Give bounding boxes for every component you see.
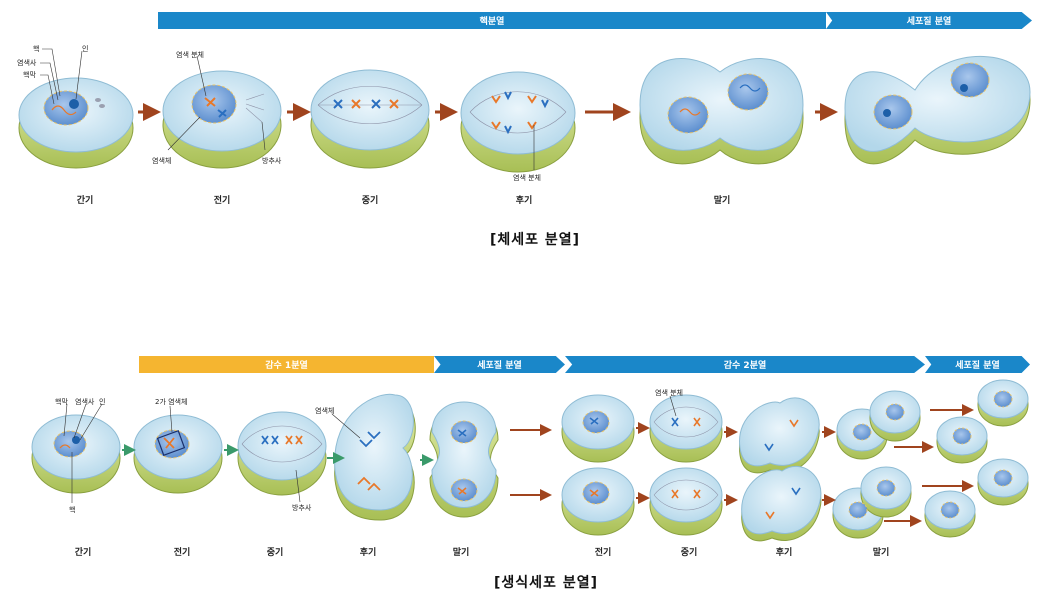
somatic-label-chromosome: 염색체 <box>152 157 172 165</box>
germ-leader-lines <box>63 395 677 503</box>
banner-meiosis-2: 감수 2분열 <box>565 356 925 373</box>
somatic-stage-anaphase: 후기 <box>515 196 533 206</box>
somatic-stage-interphase: 간기 <box>76 196 94 206</box>
banner-cytokinesis-1-label: 세포질 분열 <box>477 361 522 371</box>
germ-anaphase-2-cell-bottom <box>741 465 822 542</box>
germ-label-nucleolus: 인 <box>99 398 106 406</box>
germ-label-chromatin: 염색사 <box>75 398 95 406</box>
banner-cytokinesis-1: 세포질 분열 <box>434 356 565 373</box>
banner-meiosis-1-label: 감수 1분열 <box>265 361 308 371</box>
germ-stage-interphase: 간기 <box>74 548 92 558</box>
germ-interphase-cell <box>31 414 121 494</box>
somatic-label-nucleus: 핵 <box>33 45 40 53</box>
germ-daughter-cell-4 <box>924 490 976 538</box>
germ-label-nucleus: 핵 <box>69 506 76 514</box>
germ-arrows-green <box>122 444 434 466</box>
somatic-label-spindle: 방추사 <box>262 157 282 165</box>
germ-telophase-1-cell <box>429 401 499 518</box>
somatic-label-chromatid-anaphase: 염색 분체 <box>513 174 541 182</box>
somatic-label-chromatid: 염색 분체 <box>176 51 204 59</box>
germ-stage-anaphase-1: 후기 <box>359 548 377 558</box>
banner-meiosis-2-label: 감수 2분열 <box>723 361 767 371</box>
germ-telophase-2-cell-bottom <box>832 466 912 539</box>
germ-stage-prophase-2: 전기 <box>594 548 612 558</box>
somatic-label-nucleolus: 인 <box>82 45 89 53</box>
somatic-stage-telophase: 말기 <box>713 196 731 206</box>
somatic-metaphase-cell <box>310 69 430 169</box>
somatic-cytokinesis-cell <box>844 56 1031 165</box>
somatic-division-title: [체세포 분열] <box>489 232 581 248</box>
banner-cytokinesis-2: 세포질 분열 <box>925 356 1030 373</box>
somatic-stage-metaphase: 중기 <box>361 196 379 206</box>
germ-division-title: [생식세포 분열] <box>494 575 598 591</box>
germ-daughter-cell-2 <box>936 416 988 464</box>
germ-arrows-red <box>510 404 974 527</box>
germ-label-chromosome: 염색체 <box>315 407 335 415</box>
somatic-telophase-cell <box>639 58 804 165</box>
somatic-anaphase-cell <box>460 71 576 173</box>
germ-prophase-2-cell-top <box>561 394 635 463</box>
banner-meiosis-1: 감수 1분열 <box>139 356 434 373</box>
germ-prophase-1-cell <box>133 414 223 494</box>
germ-stage-telophase-1: 말기 <box>452 548 470 558</box>
germ-metaphase-2-cell-top <box>649 394 723 463</box>
germ-label-bivalent: 2가 염색체 <box>155 398 188 406</box>
germ-anaphase-1-cell <box>334 393 416 521</box>
somatic-stage-prophase: 전기 <box>213 196 231 206</box>
somatic-label-nuclear-membrane: 핵막 <box>23 71 36 79</box>
germ-stage-telophase-2: 말기 <box>872 548 890 558</box>
germ-stage-metaphase-2: 중기 <box>680 548 698 558</box>
somatic-label-chromatin: 염색사 <box>17 59 37 67</box>
banner-cytokinesis-label: 세포질 분열 <box>906 17 952 27</box>
germ-prophase-2-cell-bottom <box>561 467 635 536</box>
germ-anaphase-2-cell-top <box>739 397 820 474</box>
somatic-prophase-cell <box>162 70 282 169</box>
banner-cytokinesis-2-label: 세포질 분열 <box>955 361 1000 371</box>
germ-daughter-cell-1 <box>977 379 1029 427</box>
germ-metaphase-1-cell <box>237 411 327 496</box>
germ-label-nuclear-membrane: 핵막 <box>55 398 68 406</box>
germ-stage-prophase-1: 전기 <box>173 548 191 558</box>
germ-daughter-cell-3 <box>977 458 1029 506</box>
banner-nuclear-division: 핵분열 <box>158 12 826 29</box>
banner-cytokinesis: 세포질 분열 <box>826 12 1032 29</box>
somatic-leader-lines <box>40 48 535 170</box>
germ-label-spindle: 방추사 <box>292 504 312 512</box>
banner-nuclear-division-label: 핵분열 <box>479 17 505 27</box>
germ-label-chromatid: 염색 분체 <box>655 389 683 397</box>
somatic-interphase-cell <box>18 77 134 169</box>
germ-stage-metaphase-1: 중기 <box>266 548 284 558</box>
germ-metaphase-2-cell-bottom <box>649 467 723 536</box>
germ-telophase-2-cell-top <box>836 390 921 460</box>
germ-stage-anaphase-2: 후기 <box>775 548 793 558</box>
